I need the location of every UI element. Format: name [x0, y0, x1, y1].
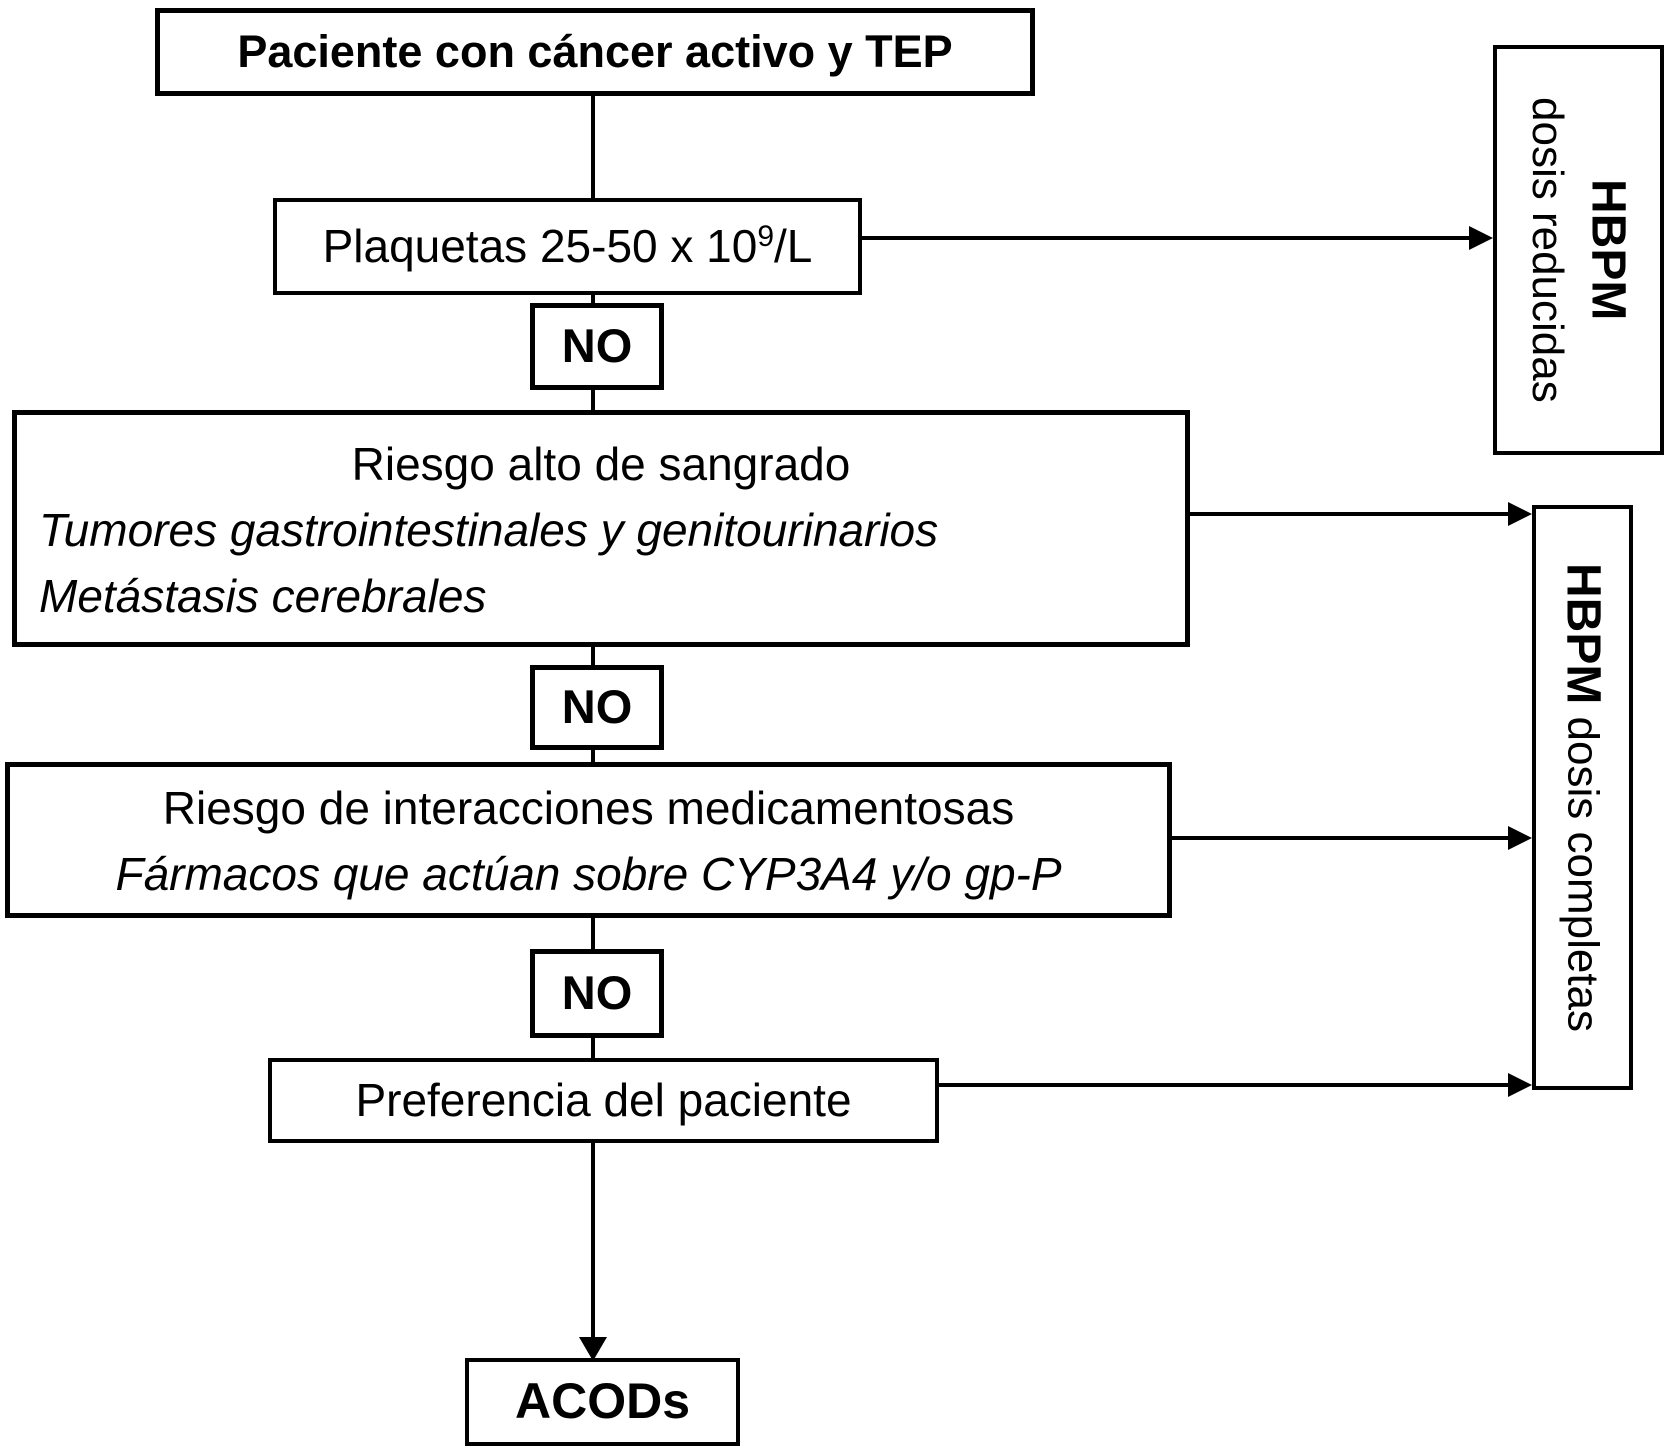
hbpm-full-detail: dosis completas — [1558, 704, 1608, 1033]
arrow-bleeding-hbpm-full-line — [1190, 512, 1510, 516]
no-box-2: NO — [530, 665, 664, 750]
bleeding-risk-box: Riesgo alto de sangrado Tumores gastroin… — [12, 410, 1190, 647]
hbpm-full-label: HBPM dosis completas — [1551, 563, 1613, 1032]
acods-box: ACODs — [465, 1358, 740, 1446]
bleeding-risk-detail-2: Metástasis cerebrales — [39, 569, 487, 622]
acods-label: ACODs — [514, 1373, 691, 1430]
interactions-risk-box: Riesgo de interacciones medicamentosas F… — [5, 762, 1172, 918]
no-label-1: NO — [561, 319, 633, 373]
no-box-1: NO — [530, 303, 664, 390]
arrow-platelets-hbpm-reduced-line — [862, 236, 1470, 240]
hbpm-full-box: HBPM dosis completas — [1532, 505, 1633, 1090]
no-label-2: NO — [561, 680, 633, 734]
connector-no2-interactions — [591, 748, 595, 762]
interactions-risk-detail: Fármacos que actúan sobre CYP3A4 y/o gp-… — [115, 848, 1062, 900]
hbpm-reduced-box: HBPM dosis reducidas — [1493, 45, 1664, 455]
connector-bleeding-no2 — [591, 645, 595, 665]
connector-no1-bleeding — [591, 388, 595, 410]
preference-box: Preferencia del paciente — [268, 1058, 939, 1143]
start-label: Paciente con cáncer activo y TEP — [237, 26, 953, 78]
arrow-interactions-hbpm-full-head — [1508, 826, 1532, 850]
connector-no3-preference — [591, 1036, 595, 1058]
arrow-preference-hbpm-full-line — [939, 1083, 1510, 1087]
hbpm-reduced-detail: dosis reducidas — [1522, 97, 1572, 403]
platelets-label: Plaquetas 25-50 x 109/L — [322, 220, 813, 273]
preference-label: Preferencia del paciente — [355, 1074, 852, 1127]
arrow-preference-hbpm-full-head — [1508, 1073, 1532, 1097]
hbpm-full-heading: HBPM — [1556, 562, 1610, 705]
platelets-box: Plaquetas 25-50 x 109/L — [273, 198, 862, 295]
platelets-superscript: 9 — [757, 220, 775, 254]
arrow-platelets-hbpm-reduced-head — [1469, 226, 1493, 250]
connector-start-platelets — [591, 94, 595, 198]
arrow-preference-acods-head — [579, 1337, 607, 1361]
no-label-3: NO — [561, 966, 633, 1020]
bleeding-risk-title: Riesgo alto de sangrado — [351, 437, 851, 490]
bleeding-risk-detail-1: Tumores gastrointestinales y genitourina… — [39, 503, 939, 556]
interactions-risk-title: Riesgo de interacciones medicamentosas — [162, 782, 1015, 834]
connector-interactions-no3 — [591, 916, 595, 949]
no-box-3: NO — [530, 949, 664, 1038]
arrow-bleeding-hbpm-full-head — [1508, 502, 1532, 526]
start-box: Paciente con cáncer activo y TEP — [155, 8, 1035, 96]
arrow-preference-acods-line — [591, 1143, 595, 1337]
connector-platelets-no1 — [591, 293, 595, 303]
hbpm-reduced-heading: HBPM — [1581, 179, 1635, 321]
arrow-interactions-hbpm-full-line — [1172, 836, 1510, 840]
